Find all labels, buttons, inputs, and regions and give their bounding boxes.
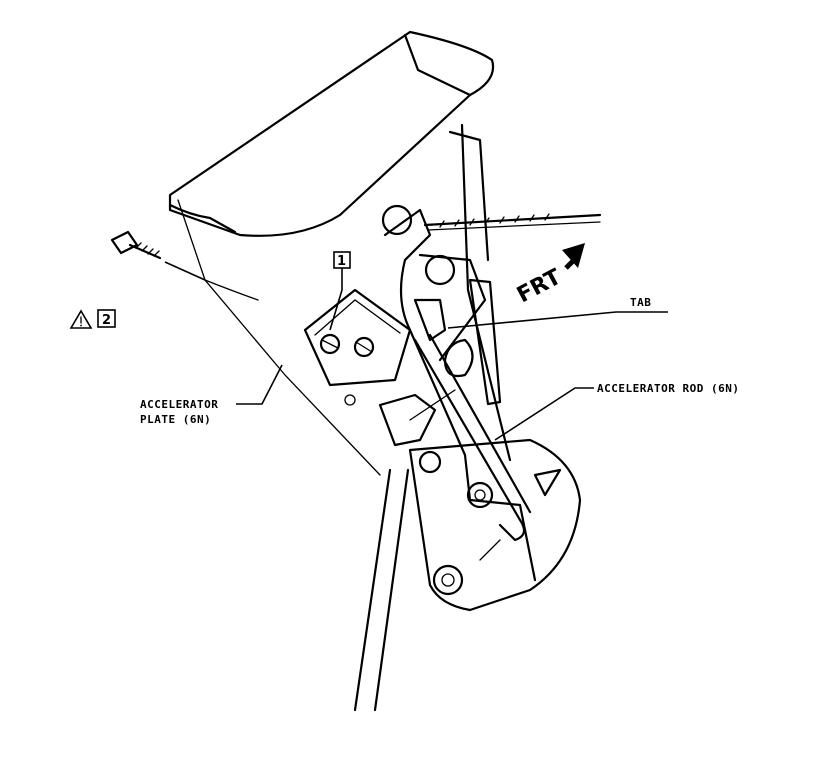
accelerator-plate-label-line2: PLATE (6N) <box>140 413 211 426</box>
bolt-fastener <box>110 230 206 281</box>
accelerator-plate <box>303 288 412 406</box>
callout-2: 2 <box>69 309 116 329</box>
pedal-shaft <box>353 450 442 712</box>
dash-cover <box>168 30 495 476</box>
throttle-cable <box>423 213 602 231</box>
frt-label: FRT <box>513 265 565 309</box>
accelerator-rod-callout: ACCELERATOR ROD (6N) <box>494 382 739 441</box>
frt-indicator: FRT <box>513 243 585 308</box>
callout-2-number: 2 <box>102 313 111 328</box>
accelerator-plate-label-line1: ACCELERATOR <box>140 398 218 411</box>
forward-arrow-icon <box>562 243 585 270</box>
accelerator-rod-label: ACCELERATOR ROD (6N) <box>597 382 739 395</box>
side-panel <box>448 123 512 462</box>
warning-triangle-icon <box>69 309 93 329</box>
tab-callout: TAB <box>447 296 668 329</box>
pedal-arm <box>378 204 487 502</box>
accelerator-rod <box>413 333 532 542</box>
accelerator-plate-callout: ACCELERATOR PLATE (6N) <box>140 364 283 426</box>
callout-1: 1 <box>329 251 351 331</box>
callout-1-number: 1 <box>337 254 346 269</box>
pedal-bracket <box>408 438 582 612</box>
tab-label: TAB <box>630 296 651 309</box>
